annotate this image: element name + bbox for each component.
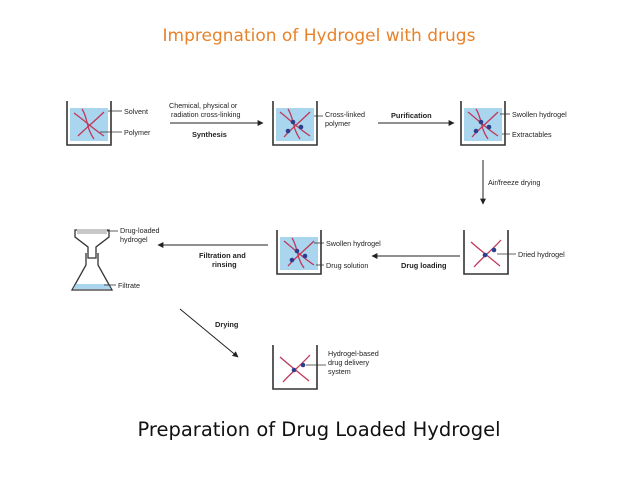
purification-label: Purification <box>391 111 432 120</box>
crosslinked-label-2: polymer <box>325 119 351 128</box>
swollen-label-top: Swollen hydrogel <box>512 110 567 119</box>
beaker-glass <box>66 101 112 146</box>
filter-funnel-flask: Drug-loaded hydrogel Filtrate <box>70 226 160 291</box>
swollen-label-mid: Swollen hydrogel <box>326 239 381 248</box>
funnel <box>74 229 110 259</box>
air-freeze-drying-step: Air/freeze drying <box>480 160 540 205</box>
drug-loading-step: Drug loading <box>371 253 460 270</box>
slide-caption: Preparation of Drug Loaded Hydrogel <box>137 418 501 441</box>
filtration-step: Filtration and rinsing <box>157 242 268 269</box>
beaker-drug-solution: Swollen hydrogel Drug solution <box>276 230 381 275</box>
synthesis-label: Synthesis <box>192 130 227 139</box>
synthesis-step: Chemical, physical or radiation cross-li… <box>169 101 264 139</box>
air-freeze-drying-label: Air/freeze drying <box>488 178 540 187</box>
synthesis-line1: Chemical, physical or <box>169 101 238 110</box>
beaker-swollen-extractables: Swollen hydrogel Extractables <box>460 101 567 146</box>
drying-label: Drying <box>215 320 239 329</box>
delivery-label-2: drug delivery <box>328 358 370 367</box>
beaker-crosslinked: Cross-linked polymer <box>272 101 365 146</box>
drying-step: Drying <box>179 308 239 358</box>
drug-solution-label: Drug solution <box>326 261 368 270</box>
drug-loaded-label-1: Drug-loaded <box>120 226 160 235</box>
drug-loaded-label-2: hydrogel <box>120 235 148 244</box>
dried-hydrogel-label: Dried hydrogel <box>518 250 565 259</box>
beaker-solvent-polymer: Solvent Polymer <box>66 101 151 146</box>
filtrate-label: Filtrate <box>118 281 140 290</box>
beaker-delivery-system: Hydrogel-based drug delivery system <box>272 345 379 390</box>
purification-step: Purification <box>378 111 455 126</box>
flask <box>70 253 114 291</box>
delivery-label-3: system <box>328 367 351 376</box>
filtration-label-2: rinsing <box>212 260 237 269</box>
beaker-dried: Dried hydrogel <box>463 230 565 275</box>
polymer-label: Polymer <box>124 128 151 137</box>
delivery-label-1: Hydrogel-based <box>328 349 379 358</box>
solvent-label: Solvent <box>124 107 148 116</box>
crosslinked-label-1: Cross-linked <box>325 110 365 119</box>
filtration-label-1: Filtration and <box>199 251 246 260</box>
synthesis-line2: radiation cross-linking <box>171 110 241 119</box>
drug-loading-label: Drug loading <box>401 261 447 270</box>
extractables-label: Extractables <box>512 130 552 139</box>
slide-title: Impregnation of Hydrogel with drugs <box>162 26 476 46</box>
